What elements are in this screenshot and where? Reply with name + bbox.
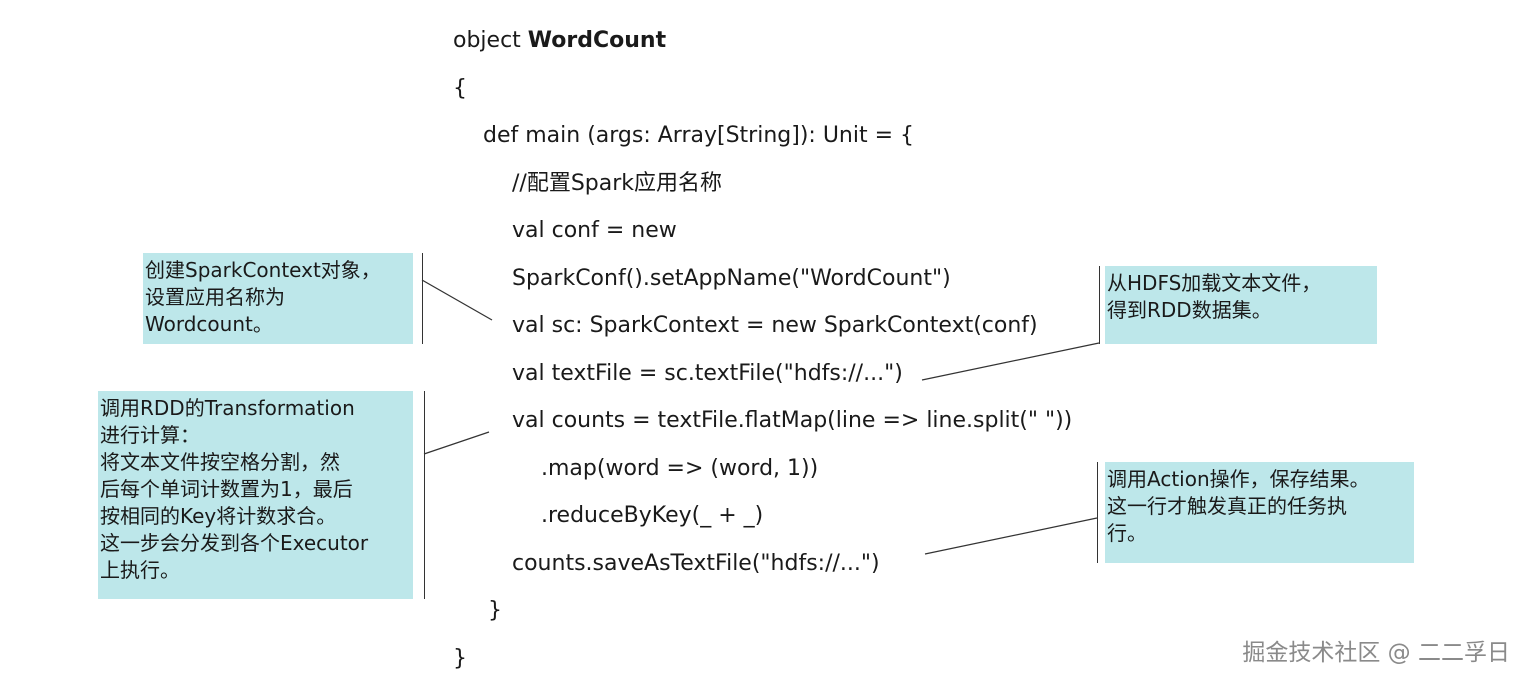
bracket-action xyxy=(1097,462,1098,563)
note-hdfs-load: 从HDFS加载文本文件， 得到RDD数据集。 xyxy=(1105,266,1377,344)
connector-transformation xyxy=(423,431,490,455)
code-line-val-textfile: val textFile = sc.textFile("hdfs://...") xyxy=(512,361,903,386)
note-transformation-line-3: 将文本文件按空格分割，然 xyxy=(100,450,340,474)
code-line-reducebykey: .reduceByKey(_ + _) xyxy=(541,503,764,528)
note-action: 调用Action操作，保存结果。 这一行才触发真正的任务执 行。 xyxy=(1105,462,1414,563)
note-spark-context-line-3: Wordcount。 xyxy=(145,312,273,336)
note-transformation-line-7: 上执行。 xyxy=(100,558,180,582)
bracket-spark-context xyxy=(422,253,423,344)
note-transformation-line-1: 调用RDD的Transformation xyxy=(100,396,355,420)
note-spark-context-line-2: 设置应用名称为 xyxy=(145,285,285,309)
code-keyword-object: object xyxy=(453,28,528,53)
note-action-line-3: 行。 xyxy=(1107,521,1147,545)
connector-hdfs-load xyxy=(921,342,1100,381)
note-hdfs-load-line-1: 从HDFS加载文本文件， xyxy=(1107,271,1322,295)
bracket-transformation xyxy=(424,391,425,599)
note-action-line-1: 调用Action操作，保存结果。 xyxy=(1107,467,1370,491)
code-line-close-brace-inner: } xyxy=(488,598,502,623)
note-transformation-line-5: 按相同的Key将计数求合。 xyxy=(100,504,337,528)
code-line-sparkconf: SparkConf().setAppName("WordCount") xyxy=(512,266,951,291)
code-line-object: object WordCount xyxy=(453,28,666,54)
note-transformation: 调用RDD的Transformation 进行计算： 将文本文件按空格分割，然 … xyxy=(98,391,413,599)
code-line-def-main: def main (args: Array[String]): Unit = { xyxy=(483,123,915,148)
note-spark-context: 创建SparkContext对象， 设置应用名称为 Wordcount。 xyxy=(143,253,413,344)
note-transformation-line-2: 进行计算： xyxy=(100,423,200,447)
code-line-val-sc: val sc: SparkContext = new SparkContext(… xyxy=(512,313,1038,338)
note-transformation-line-4: 后每个单词计数置为1，最后 xyxy=(100,477,353,501)
bracket-hdfs-load xyxy=(1099,266,1100,344)
code-line-save: counts.saveAsTextFile("hdfs://...") xyxy=(512,551,880,576)
watermark: 掘金技术社区 @ 二二孚日 xyxy=(1242,640,1510,666)
code-line-open-brace: { xyxy=(453,76,467,101)
code-line-map: .map(word => (word, 1)) xyxy=(541,456,819,481)
connector-spark-context xyxy=(421,279,493,321)
code-line-comment: //配置Spark应用名称 xyxy=(512,171,723,196)
note-hdfs-load-line-2: 得到RDD数据集。 xyxy=(1107,298,1272,322)
code-line-val-counts: val counts = textFile.flatMap(line => li… xyxy=(512,408,1073,433)
connector-action xyxy=(924,517,1098,555)
note-spark-context-line-1: 创建SparkContext对象， xyxy=(145,258,381,282)
note-action-line-2: 这一行才触发真正的任务执 xyxy=(1107,494,1347,518)
code-line-close-brace-outer: } xyxy=(453,646,467,671)
code-object-name: WordCount xyxy=(527,28,667,53)
note-transformation-line-6: 这一步会分发到各个Executor xyxy=(100,531,369,555)
code-line-val-conf: val conf = new xyxy=(512,218,677,243)
